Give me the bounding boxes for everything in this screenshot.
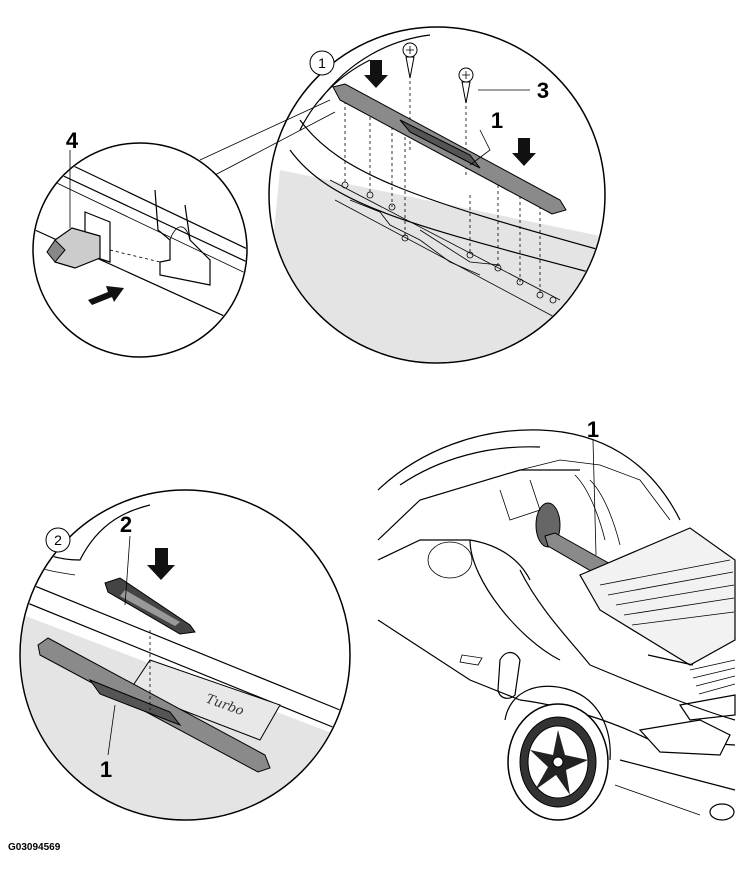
sill-plate	[129, 659, 281, 741]
trim-recess	[399, 119, 481, 169]
detail-2-label-circle	[45, 527, 71, 553]
detail-2: Turbo 2 2 1	[19, 489, 351, 821]
rear-wheel	[507, 703, 609, 821]
rear-window	[579, 527, 736, 666]
callout-4: 4	[66, 128, 79, 153]
push-arrow	[88, 286, 124, 305]
callout-1-top: 1	[491, 108, 503, 133]
detail-2-label: 2	[54, 532, 62, 548]
detail-clip: 4	[32, 128, 248, 358]
callout-1-car: 1	[587, 417, 599, 442]
engine-vent	[689, 659, 736, 695]
leader-1	[469, 129, 491, 166]
callout-3: 3	[537, 78, 549, 103]
down-arrow-right	[512, 138, 536, 166]
connector-upper	[199, 99, 331, 161]
trim-strip-2	[37, 637, 271, 773]
down-arrow-left	[364, 60, 388, 88]
leader-1-lower	[107, 704, 116, 756]
down-arrow-2	[147, 548, 175, 580]
callout-2: 2	[120, 512, 132, 537]
screw-right	[458, 67, 474, 104]
leader-2	[124, 535, 131, 606]
screw-left	[402, 42, 418, 79]
callout-1-lower: 1	[100, 757, 112, 782]
detail-1: 1 3 1	[268, 26, 606, 364]
figure-id: G03094569	[8, 842, 61, 853]
sill-surface	[270, 170, 604, 362]
car-view: 1	[377, 417, 736, 821]
defroster-lines	[599, 559, 735, 626]
connector-lower	[214, 111, 336, 176]
leader-1-car	[592, 439, 597, 556]
detail-1-label-circle	[309, 50, 335, 76]
detail-1-label: 1	[318, 55, 326, 71]
clip-detail-circle	[32, 142, 248, 358]
